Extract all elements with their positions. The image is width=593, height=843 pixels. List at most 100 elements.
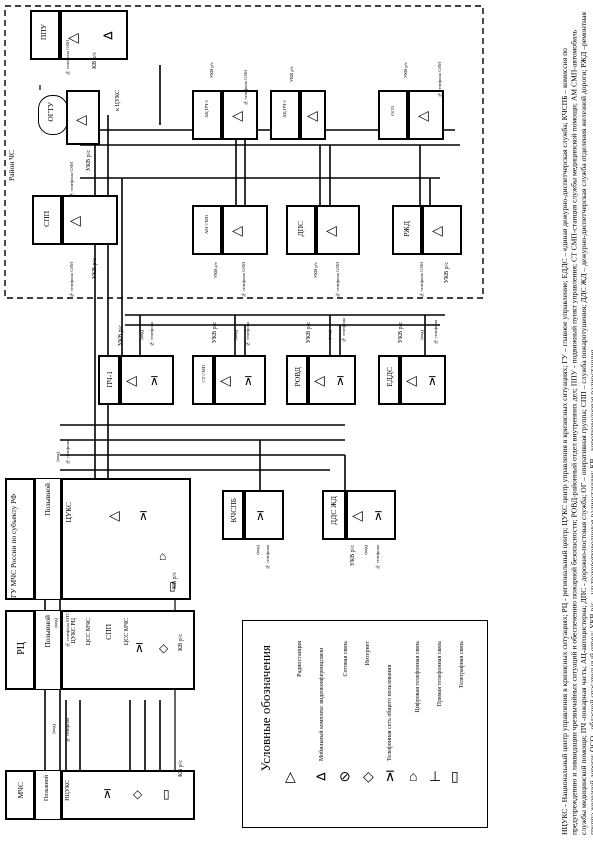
- k-tsuks-label: к ЦУКС: [115, 90, 121, 111]
- pch1-box[interactable]: ПЧ-1: [98, 355, 120, 405]
- gu-tsuks-label: ЦУКС: [64, 502, 73, 523]
- radio-icon: ◁: [326, 224, 337, 239]
- am-smp-box[interactable]: АМ СМП: [192, 205, 222, 255]
- spp-top-phone: № телефона GSM: [69, 262, 74, 298]
- phone-network-icon: ⊼: [336, 374, 345, 388]
- legend-title: Условные обозначения: [258, 645, 273, 772]
- ppu-kv: КВ р/с: [92, 52, 98, 69]
- legend-item-4: Телефонная сеть общего пользования: [387, 664, 393, 761]
- st-smp-equipment: ◁ ⊼: [214, 355, 266, 405]
- rzhd-box[interactable]: РЖД: [392, 205, 422, 255]
- region-border: [4, 5, 484, 299]
- st-smp-label: СТ СМП: [201, 365, 206, 383]
- am-smp-equipment: ◁: [222, 205, 268, 255]
- kchspb-phone: № телефона: [265, 545, 270, 570]
- oso-phone: № телефона GSM: [437, 62, 442, 98]
- rc-box[interactable]: РЦ: [5, 610, 35, 690]
- footnote-text: НЦУКС - Национальный центр управления в …: [560, 11, 593, 835]
- edds-box[interactable]: ЕДДС: [378, 355, 400, 405]
- mchs-kv: КВ р/с: [178, 760, 184, 777]
- ogtu-phone: № телефона GSM: [69, 162, 74, 198]
- kchspb-equipment: ⊼: [244, 490, 284, 540]
- legend-telegraph-icon: ▯: [451, 770, 459, 785]
- oso-box[interactable]: ОСО: [378, 90, 408, 140]
- ppu-label: ППУ: [39, 24, 48, 41]
- legend-cellular-icon: ⊘: [339, 770, 351, 785]
- spp-top-equipment: ◁: [62, 195, 118, 245]
- st-smp-box[interactable]: СТ СМП: [192, 355, 214, 405]
- pch1-phone: № телефона: [149, 322, 154, 347]
- legend-direct-phone-icon: ⊥: [429, 770, 442, 785]
- mchs-ntsuks-label: НЦУКС: [65, 780, 71, 801]
- rc-equipment-box: ЦУКС РЦ СПП ⊼ ◇: [61, 610, 195, 690]
- spp-top-box[interactable]: СПП: [32, 195, 62, 245]
- st-smp-code: (код): [233, 330, 238, 340]
- legend-internet-icon: ◇: [363, 770, 374, 785]
- rc-tss-mchs-1: ЦСС МЧС: [86, 618, 92, 646]
- oso-ukv: УКВ р/с: [403, 62, 408, 79]
- rc-spp-label: СПП: [104, 624, 113, 640]
- rovd-ukv: УКВ р/с: [306, 322, 312, 344]
- edds-label: ЕДДС: [385, 367, 394, 387]
- legend-item-6: Прямая телефонная связь: [437, 641, 443, 707]
- edds-ukv: УКВ р/с: [398, 322, 404, 344]
- gu-call-label: Позывной: [43, 483, 52, 516]
- radio-icon: ◁: [126, 374, 137, 389]
- video-icon: ⊲: [102, 29, 114, 44]
- spp-top-ukv: УКВ р/с: [92, 258, 98, 280]
- digital-phone-icon: ◇: [159, 641, 169, 655]
- ac-pch2-equipment: ◁: [300, 90, 326, 140]
- radio-icon: ◁: [314, 374, 325, 389]
- legend-digital-phone-icon: ⌂: [409, 770, 418, 785]
- radio-icon: ◁: [70, 214, 81, 229]
- dds-zhd-phone: № телефона: [375, 545, 380, 570]
- legend-box: Условные обозначения △ ⊲ ⊘ ◇ ⊼ ⌂ ⊥ ▯ Рад…: [242, 620, 488, 828]
- mchs-equipment-box: НЦУКС ⊼ ◇ ▯: [61, 770, 195, 820]
- ac-pch1-phone: № телефона GSM: [243, 70, 248, 106]
- radio-icon: ◁: [76, 113, 87, 128]
- gu-equipment-box: ЦУКС ◁ ⊼ ⌂ ▯: [61, 478, 191, 600]
- gu-mchs-label: ГУ МЧС России по субъекту РФ: [9, 493, 18, 598]
- radio-icon: ◁: [220, 374, 231, 389]
- dps-box[interactable]: ДПС: [286, 205, 316, 255]
- rovd-box[interactable]: РОВД: [286, 355, 308, 405]
- ac-pch2-box[interactable]: АЦ ПЧ-1: [270, 90, 300, 140]
- dds-zhd-equipment: ◁ ⊼: [346, 490, 396, 540]
- ogtu-label: ОГТУ: [46, 102, 55, 122]
- pch1-code: (код): [139, 330, 144, 340]
- radio-icon: ◁: [232, 109, 243, 124]
- oso-label: ОСО: [390, 106, 395, 116]
- kchspb-code: (код): [255, 545, 260, 555]
- kchspb-box[interactable]: КЧСПБ: [222, 490, 244, 540]
- legend-item-3: Интернет: [365, 641, 371, 666]
- legend-item-2: Сотовая связь: [343, 641, 349, 677]
- rc-phone-mts: № телефона МТС: [65, 612, 70, 648]
- mchs-call-box: Позывной: [35, 770, 61, 820]
- ppu-box[interactable]: ППУ: [30, 10, 60, 60]
- gu-mchs-box[interactable]: ГУ МЧС России по субъекту РФ: [5, 478, 35, 600]
- dps-label: ДПС: [296, 221, 305, 237]
- phone-network-icon: ⊼: [150, 374, 159, 388]
- mchs-phone: № телефона: [65, 718, 70, 743]
- radio-icon: ◁: [432, 224, 443, 239]
- phone-network-icon: ⊼: [428, 374, 437, 388]
- gu-phone: № телефона: [65, 440, 70, 465]
- rovd-equipment: ◁ ⊼: [308, 355, 356, 405]
- rc-call-label: Позывной: [43, 615, 52, 648]
- ac-pch1-label: АЦ ПЧ-1: [204, 100, 209, 118]
- mchs-box[interactable]: МЧС: [5, 770, 35, 820]
- edds-equipment: ◁ ⊼: [400, 355, 446, 405]
- ac-pch1-box[interactable]: АЦ ПЧ-1: [192, 90, 222, 140]
- st-smp-phone: № телефона: [245, 322, 250, 347]
- telegraph-icon: ▯: [169, 579, 176, 593]
- legend-item-7: Телеграфная связь: [459, 641, 465, 689]
- dds-zhd-box[interactable]: ДДС ЖД: [322, 490, 346, 540]
- ac-pch1-ukv: УКВ р/с: [209, 62, 214, 79]
- am-smp-ukv: УКВ р/с: [213, 262, 218, 279]
- radio-icon: ◁: [406, 374, 417, 389]
- ogtu-box[interactable]: ОГТУ: [38, 95, 68, 135]
- ppu-equipment-box: ◁ ⊲: [60, 10, 128, 60]
- dps-phone: № телефона GSM: [335, 262, 340, 298]
- gu-call-box: Позывной: [35, 478, 61, 600]
- st-smp-ukv: УКВ р/с: [212, 322, 218, 344]
